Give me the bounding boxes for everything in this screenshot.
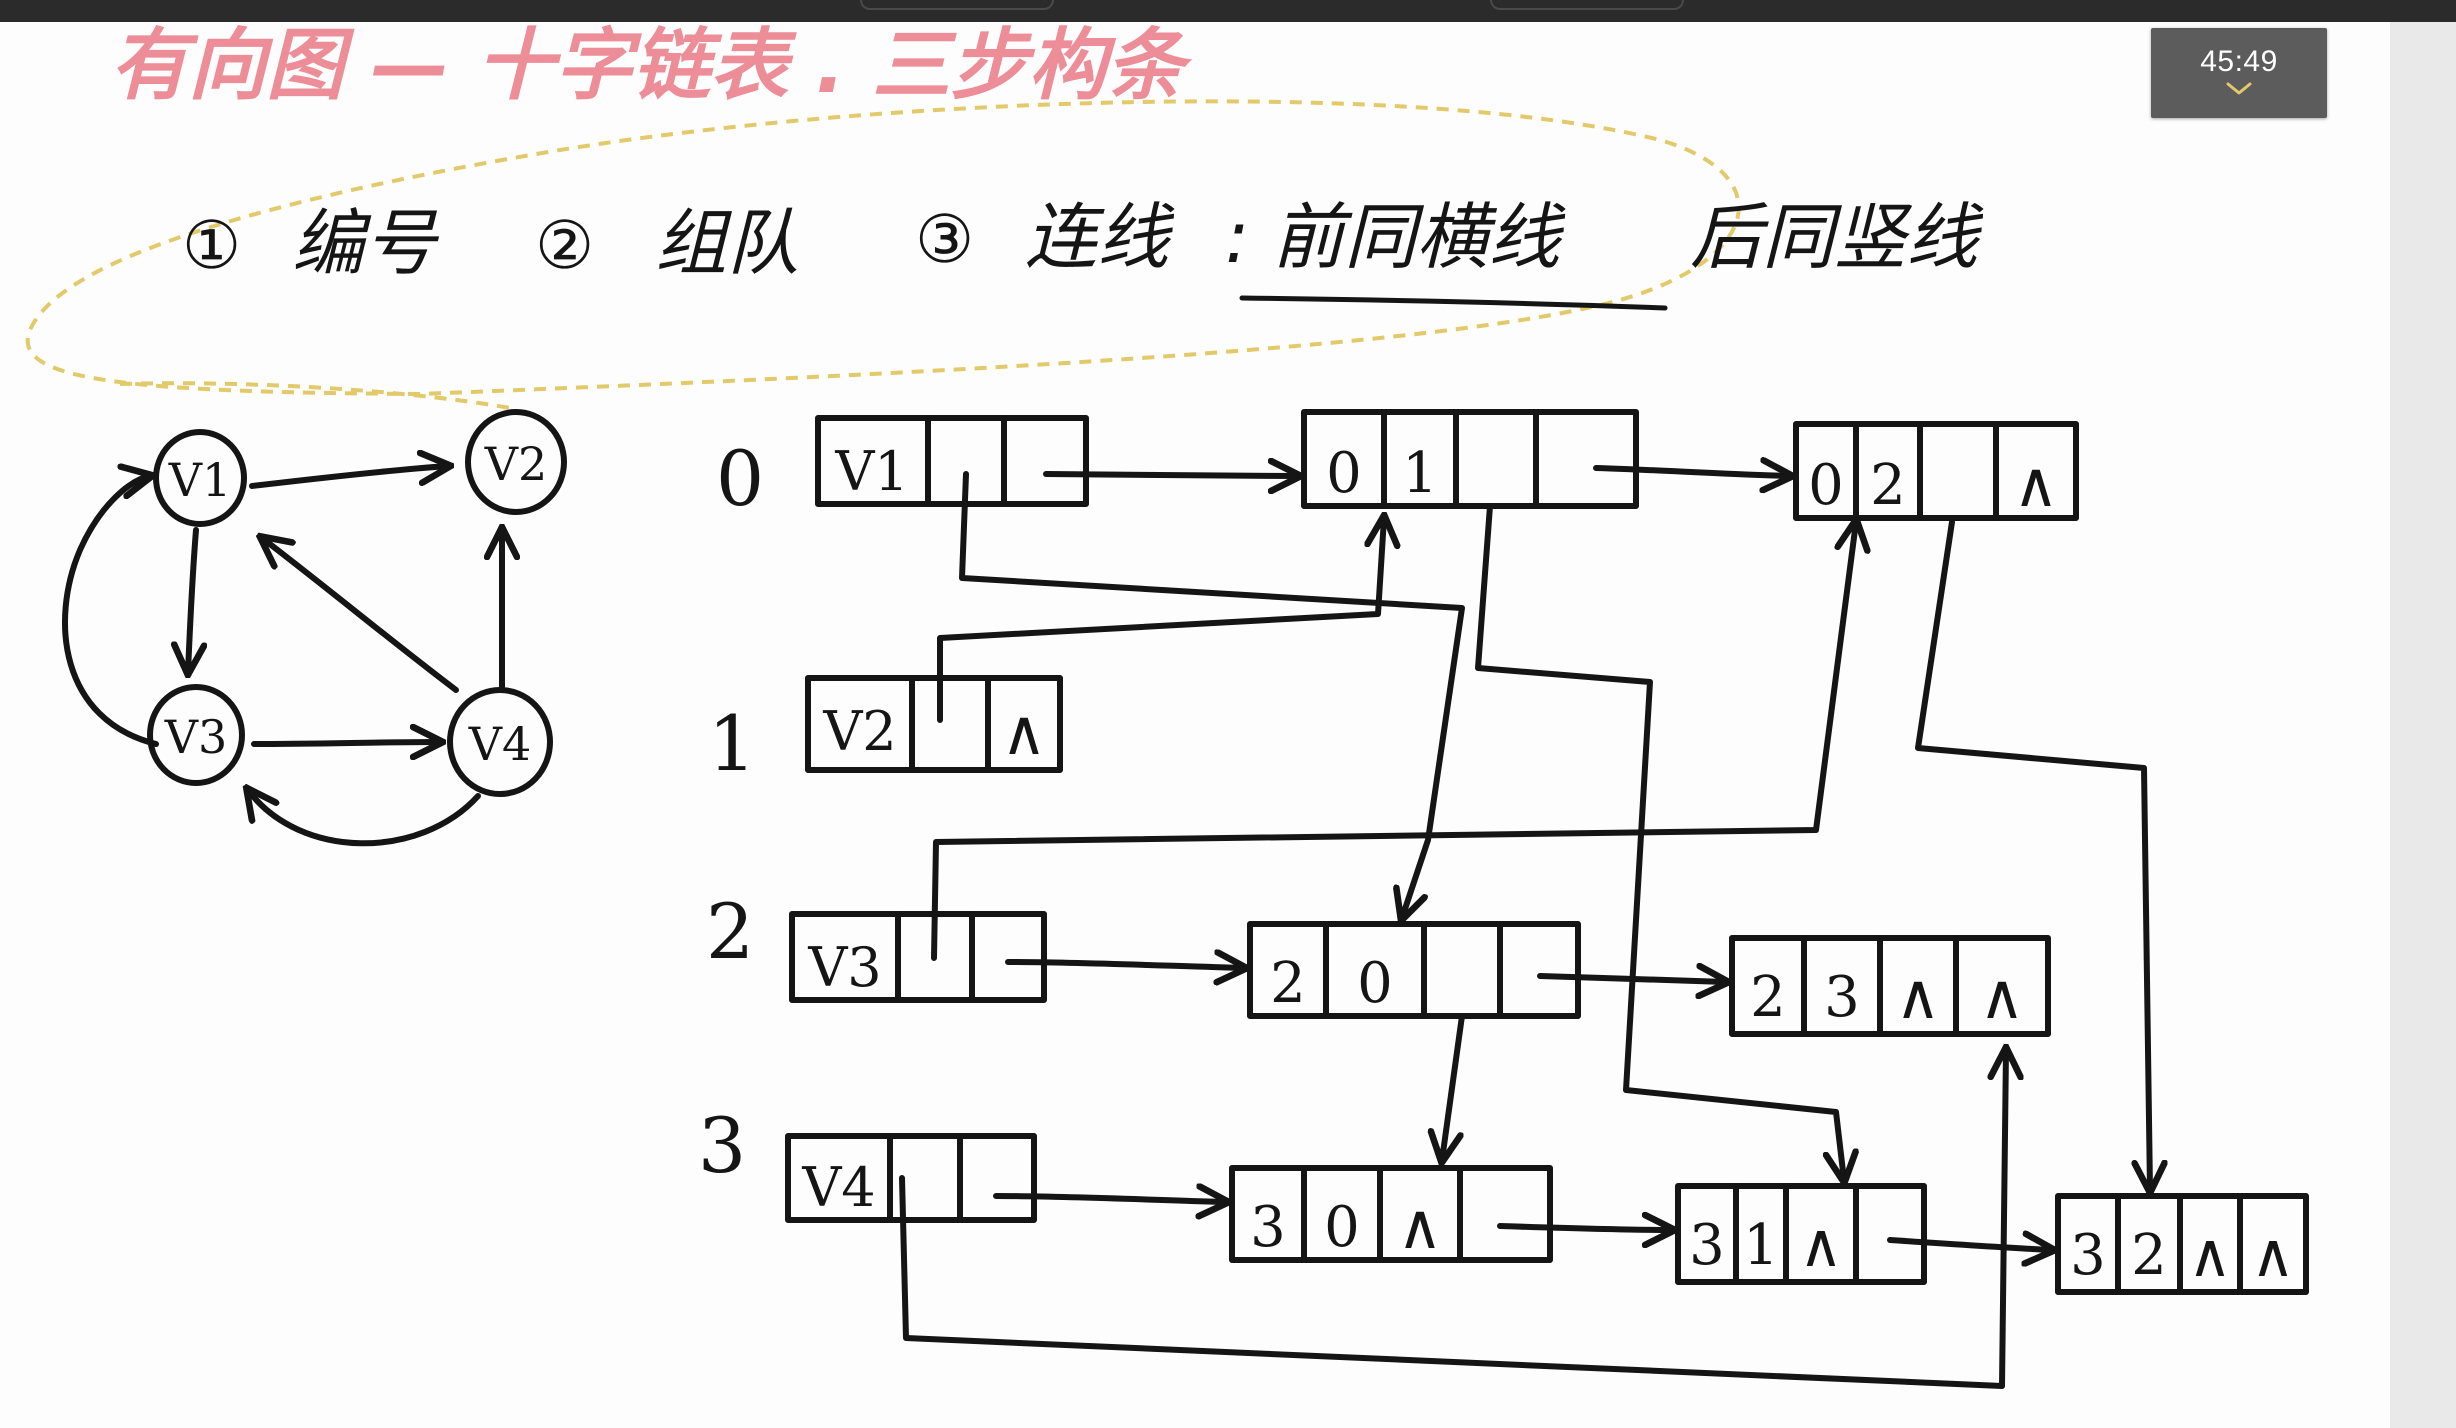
svg-text:∧: ∧ — [2251, 1221, 2295, 1291]
arc-node: 2 0 — [1247, 921, 1581, 1019]
svg-text:V4: V4 — [468, 717, 532, 771]
graph-edge — [262, 538, 459, 693]
svg-text:∧: ∧ — [1001, 696, 1046, 769]
arc-node: 2 3 ∧ ∧ — [1729, 935, 2051, 1037]
svg-text:V2: V2 — [484, 437, 548, 491]
svg-text:3: 3 — [2070, 1223, 2106, 1288]
graph-edge — [249, 466, 448, 489]
row-index: 2 — [706, 887, 754, 976]
svg-text:3: 3 — [1250, 1195, 1286, 1260]
vertical-links — [899, 471, 2150, 1389]
svg-text:∧: ∧ — [1979, 960, 2024, 1033]
directed-graph: V1 V2 V3 V4 — [62, 409, 567, 847]
graph-node: V3 — [147, 684, 245, 786]
arc-node: 0 1 — [1301, 409, 1639, 509]
steps-line: ① 编号 ② 组队 ③ 连线 : 前同横线 后同竖线 — [182, 195, 1984, 311]
step-2-label: 组队 — [655, 201, 799, 285]
timer-widget[interactable]: 45:49 — [2151, 28, 2327, 118]
step-3-detail-vertical: 后同竖线 — [1690, 195, 1984, 279]
underline — [1239, 295, 1668, 311]
svg-text:1: 1 — [1402, 441, 1438, 506]
vertex-head-node: V3 — [789, 911, 1047, 1003]
horizontal-links — [993, 468, 2052, 1250]
svg-text:V1: V1 — [834, 440, 908, 503]
arc-node: 0 2 ∧ — [1793, 421, 2079, 521]
right-scroll-strip[interactable] — [2390, 22, 2456, 1428]
page-title: 有向图 — 十字链表 . 三步构条 — [110, 21, 1193, 111]
highlight-loop — [25, 99, 1741, 397]
graph-node: V2 — [465, 409, 567, 515]
graph-edge — [251, 742, 440, 744]
svg-text:V3: V3 — [807, 936, 881, 999]
svg-text:V1: V1 — [168, 453, 232, 507]
step-1-number: ① — [182, 207, 241, 284]
step-3-detail-horizontal: : 前同横线 — [1225, 195, 1566, 279]
svg-text:∧: ∧ — [1397, 1190, 1442, 1263]
vertex-head-node: V2 ∧ — [805, 675, 1063, 773]
svg-text:0: 0 — [1326, 441, 1362, 506]
step-3-label: 连线 — [1025, 195, 1175, 279]
svg-text:2: 2 — [2131, 1223, 2167, 1288]
svg-text:V4: V4 — [801, 1156, 875, 1219]
step-2-number: ② — [535, 207, 594, 284]
svg-text:3: 3 — [1824, 965, 1860, 1030]
top-toolbar — [0, 0, 2456, 22]
row-index: 3 — [698, 1101, 746, 1190]
highlight-tail — [119, 381, 511, 410]
svg-text:∧: ∧ — [1799, 1211, 1843, 1281]
chevron-down-icon[interactable] — [2225, 81, 2253, 101]
svg-text:∧: ∧ — [1895, 960, 1940, 1033]
arc-node: 3 1 ∧ — [1675, 1183, 1927, 1285]
vertex-head-node: V4 — [785, 1133, 1037, 1223]
svg-text:0: 0 — [1357, 951, 1393, 1016]
svg-text:2: 2 — [1750, 965, 1786, 1030]
svg-text:0: 0 — [1324, 1195, 1360, 1260]
timer-display: 45:49 — [2200, 45, 2278, 78]
arc-node: 3 0 ∧ — [1229, 1165, 1553, 1263]
svg-text:∧: ∧ — [2013, 448, 2058, 521]
svg-text:∧: ∧ — [2188, 1221, 2232, 1291]
step-3-number: ③ — [915, 201, 974, 278]
row-index: 1 — [708, 699, 756, 788]
vertex-head-node: V1 — [815, 415, 1089, 507]
svg-text:V2: V2 — [822, 700, 896, 763]
arc-node: 3 2 ∧ ∧ — [2055, 1193, 2309, 1295]
graph-node: V4 — [447, 687, 553, 797]
svg-text:V3: V3 — [164, 710, 228, 764]
graph-edge — [248, 790, 481, 847]
svg-text:3: 3 — [1689, 1213, 1725, 1278]
svg-text:2: 2 — [1870, 453, 1906, 518]
graph-edge — [62, 476, 156, 747]
graph-node: V1 — [153, 429, 247, 527]
row-index: 0 — [716, 434, 764, 523]
step-1-label: 编号 — [292, 201, 440, 285]
svg-text:0: 0 — [1808, 453, 1844, 518]
svg-text:1: 1 — [1743, 1213, 1779, 1278]
svg-text:2: 2 — [1270, 951, 1306, 1016]
graph-edge — [188, 527, 196, 672]
